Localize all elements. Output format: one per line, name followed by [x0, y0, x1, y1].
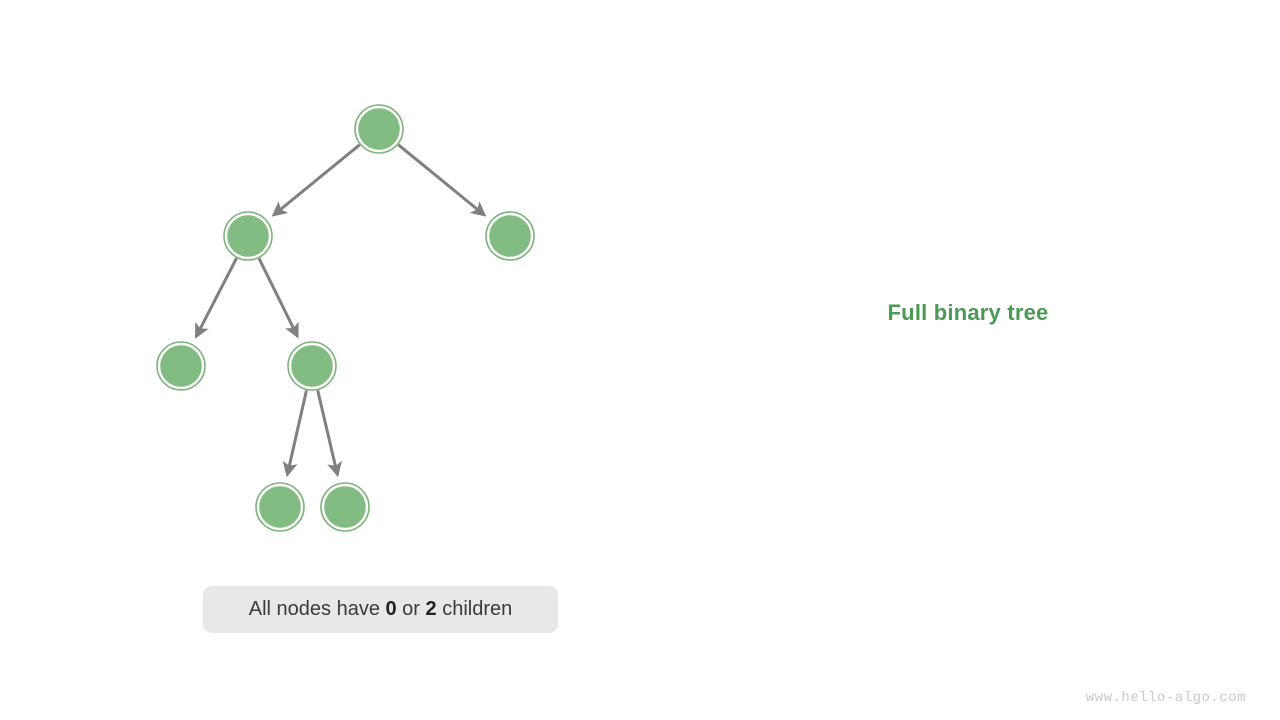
caption-suffix: children	[436, 598, 513, 620]
caption-prefix: All nodes have	[248, 598, 386, 620]
caption-bold-two: 2	[425, 598, 437, 620]
node-body	[160, 345, 202, 387]
node-body	[324, 486, 366, 528]
caption-middle: or	[396, 598, 426, 620]
tree-node	[354, 104, 404, 154]
tree-edge	[282, 390, 308, 478]
tree-edge	[397, 143, 487, 217]
node-body	[291, 345, 333, 387]
tree-node	[287, 341, 337, 391]
tree-node	[485, 211, 535, 261]
node-ring	[354, 104, 404, 154]
tree-edge	[316, 390, 342, 478]
figure-title: Full binary tree	[887, 300, 1049, 325]
caption-badge: All nodes have 0 or 2 children	[203, 586, 558, 633]
node-ring	[320, 482, 370, 532]
node-body	[227, 215, 269, 257]
node-body	[489, 215, 531, 257]
tree-node	[320, 482, 370, 532]
node-body	[259, 486, 301, 528]
tree-edge	[194, 257, 238, 339]
tree-node	[156, 341, 206, 391]
tree-edge	[257, 257, 299, 339]
caption-bold-zero: 0	[385, 598, 397, 620]
tree-node	[223, 211, 273, 261]
node-body	[358, 108, 400, 150]
node-ring	[485, 211, 535, 261]
caption-text: All nodes have 0 or 2 children	[249, 598, 513, 621]
tree-node	[255, 482, 305, 532]
tree-edges	[194, 143, 487, 478]
watermark: www.hello-algo.com	[1085, 690, 1246, 706]
node-ring	[287, 341, 337, 391]
node-ring	[156, 341, 206, 391]
node-ring	[255, 482, 305, 532]
tree-edge	[271, 143, 361, 217]
tree-nodes	[156, 104, 535, 532]
node-ring	[223, 211, 273, 261]
